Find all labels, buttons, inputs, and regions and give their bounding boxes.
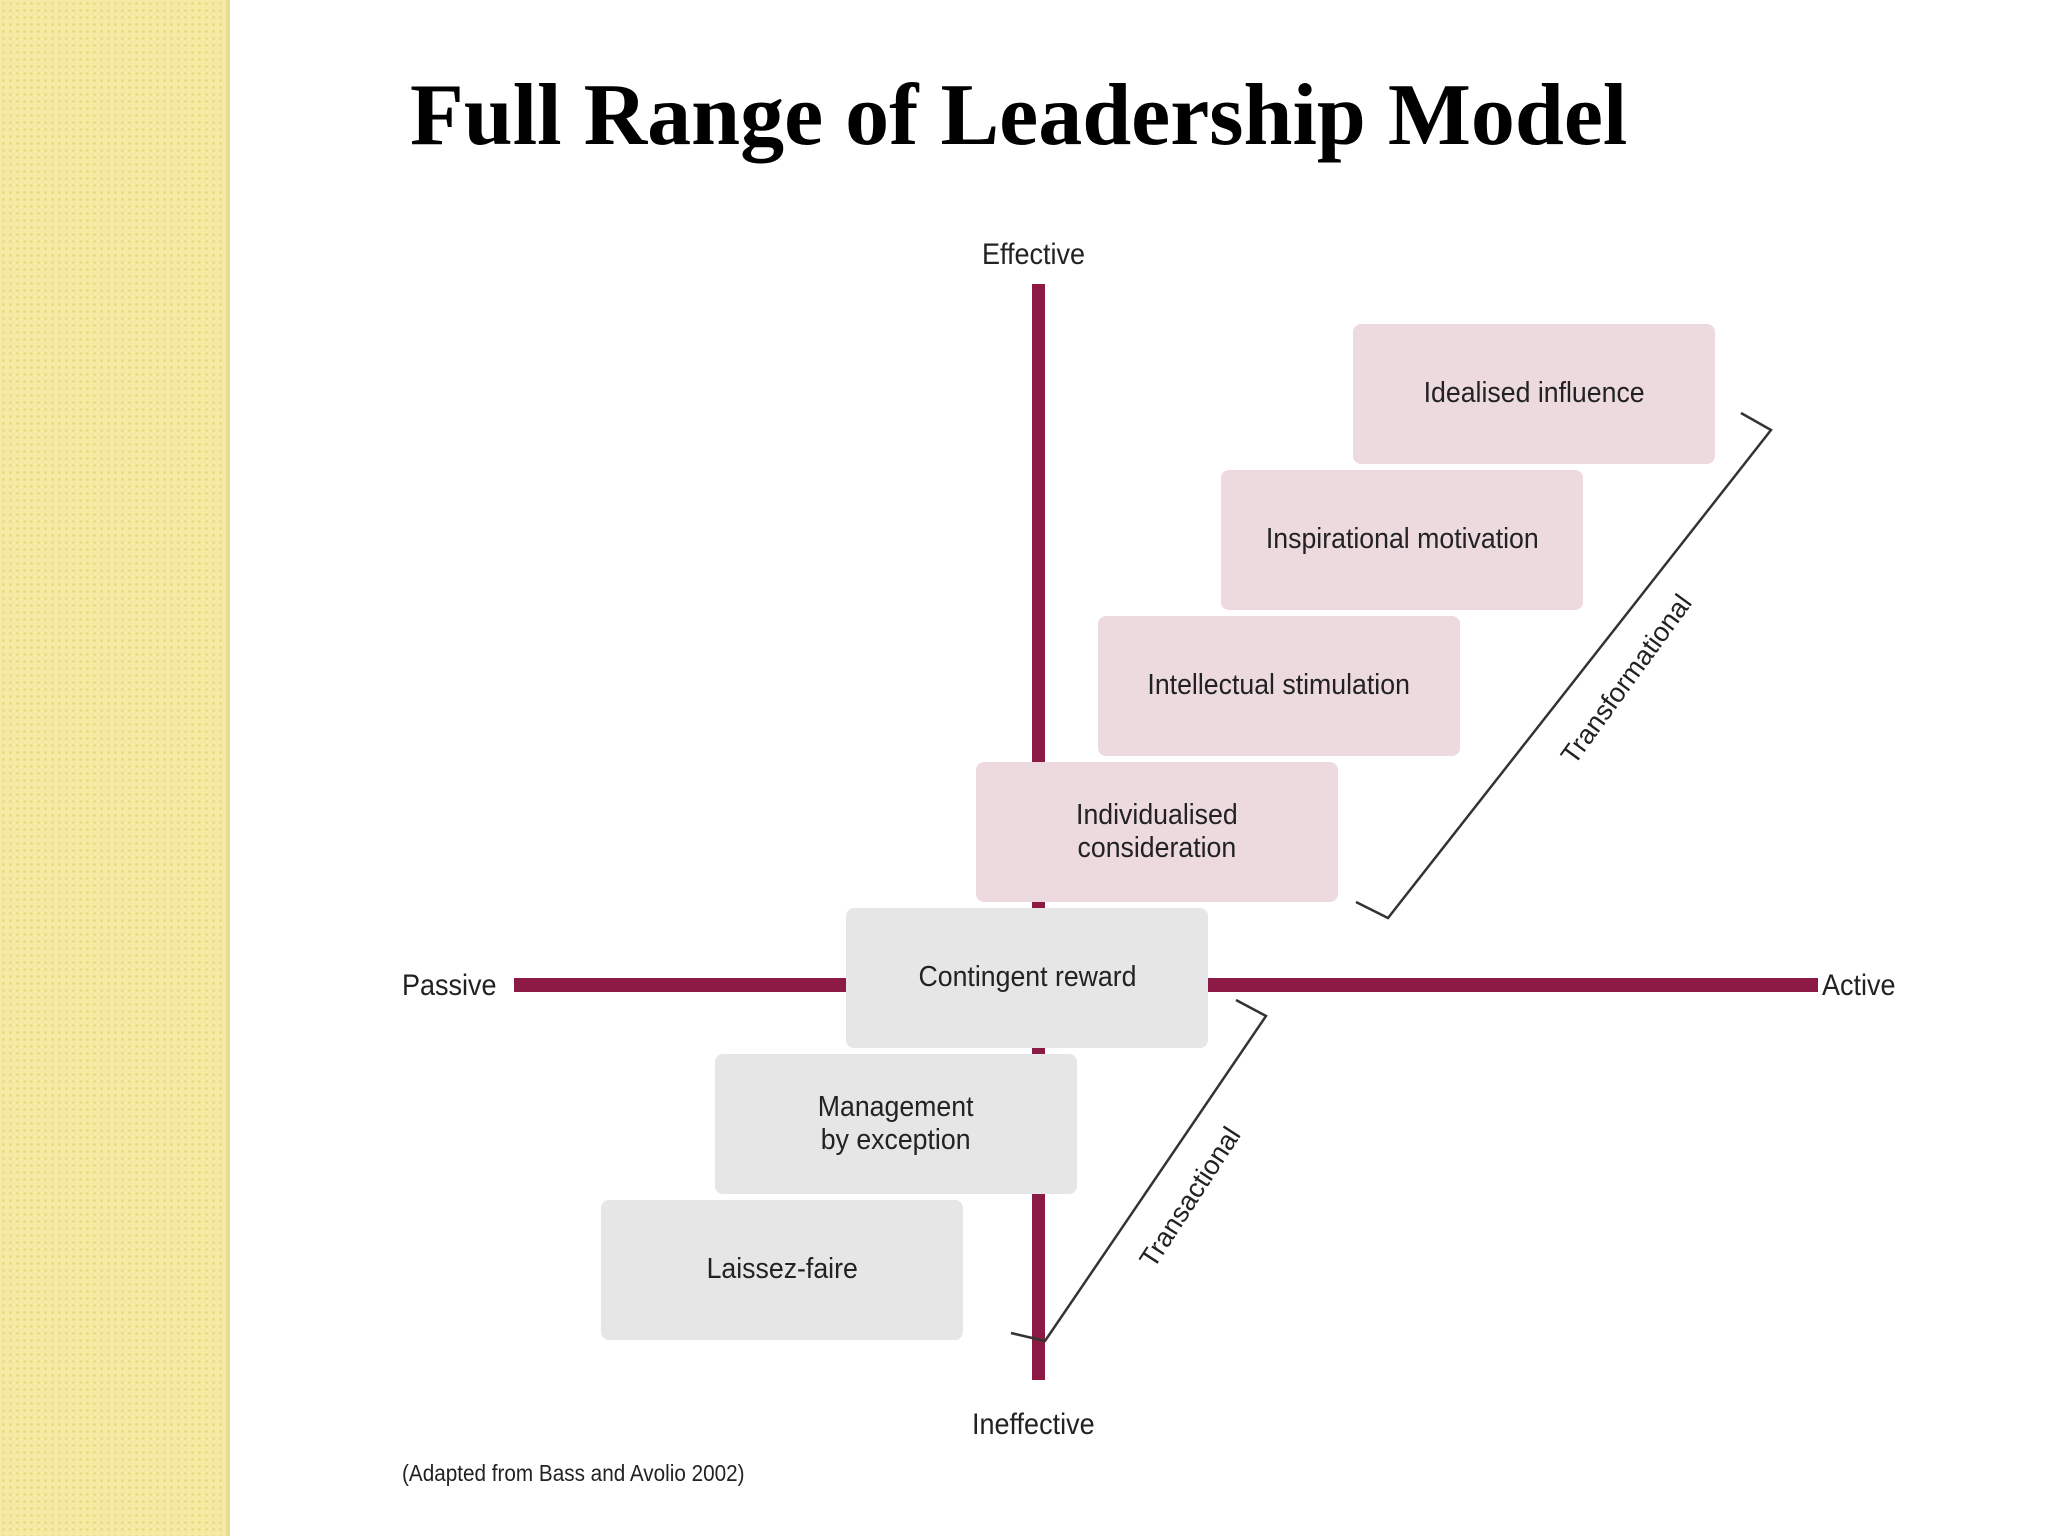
axis-label-active: Active [1822,969,1896,1002]
style-box-intellectual-stimulation: Intellectual stimulation [1098,616,1460,756]
group-label-transactional: Transactional [1133,1121,1247,1273]
style-label: Contingent reward [917,961,1137,994]
style-label: Individualised consideration [1076,798,1238,864]
style-label: Idealised influence [1423,377,1645,410]
style-box-idealised-influence: Idealised influence [1353,324,1715,464]
style-box-inspirational-motivation: Inspirational motivation [1221,470,1583,610]
style-label: Management by exception [818,1090,974,1156]
style-label: Inspirational motivation [1265,523,1539,556]
style-box-management-by-exception: Management by exception [715,1054,1077,1194]
axis-label-effective: Effective [982,238,1086,271]
style-label: Intellectual stimulation [1147,669,1411,702]
slide-title: Full Range of Leadership Model [410,67,1628,164]
group-label-transformational: Transformational [1555,588,1698,770]
style-box-contingent-reward: Contingent reward [846,908,1208,1048]
style-label: Laissez-faire [706,1253,858,1286]
decorative-side-band [0,0,226,1536]
axis-label-passive: Passive [402,969,497,1002]
source-citation: (Adapted from Bass and Avolio 2002) [402,1460,745,1486]
style-box-laissez-faire: Laissez-faire [601,1200,963,1340]
side-band-edge [226,0,230,1536]
style-box-individualised-consideration: Individualised consideration [976,762,1338,902]
axis-label-ineffective: Ineffective [972,1408,1095,1441]
